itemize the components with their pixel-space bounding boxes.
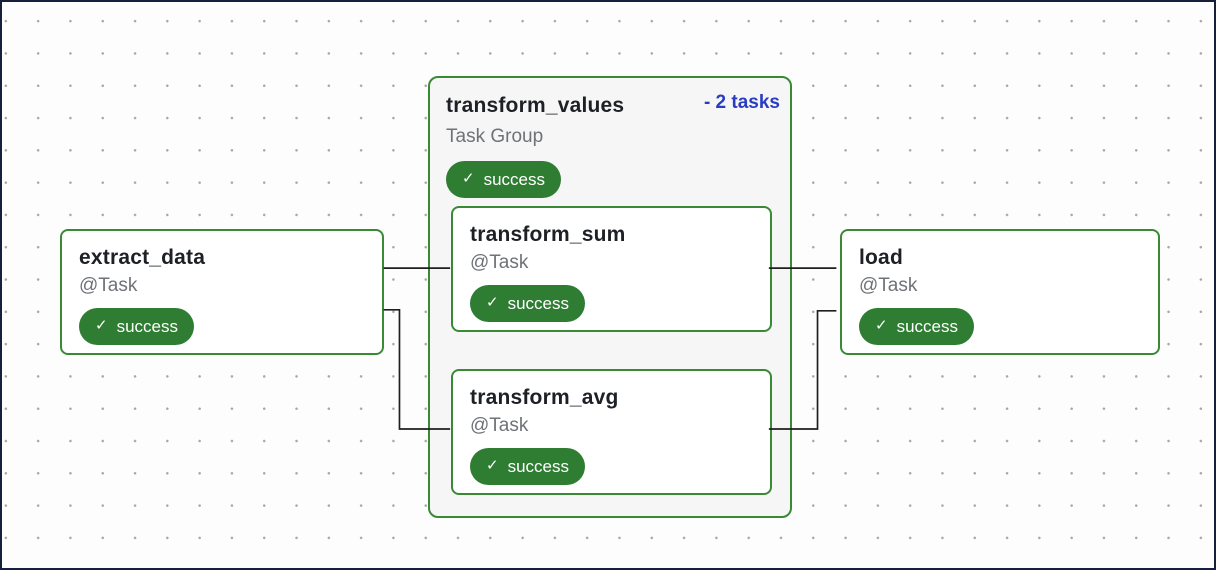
- task-type-label: @Task: [470, 251, 529, 273]
- collapse-group-button[interactable]: - 2 tasks: [703, 92, 780, 113]
- task-node-transform-sum[interactable]: transform_sum @Task ✓ success: [451, 206, 772, 332]
- check-icon: ✓: [95, 316, 108, 334]
- task-title: extract_data: [79, 246, 206, 269]
- status-badge: ✓ success: [470, 284, 585, 322]
- status-badge: ✓ success: [79, 307, 194, 345]
- task-type-label: @Task: [859, 274, 918, 296]
- check-icon: ✓: [486, 456, 499, 474]
- status-label: success: [507, 456, 569, 476]
- task-node-load[interactable]: load @Task ✓ success: [840, 229, 1160, 355]
- task-group-type-label: Task Group: [446, 125, 544, 147]
- task-group-title: transform_values: [446, 94, 625, 117]
- status-label: success: [896, 316, 958, 336]
- check-icon: ✓: [486, 293, 499, 311]
- check-icon: ✓: [462, 169, 475, 187]
- status-badge: ✓ success: [446, 160, 561, 198]
- task-title: load: [859, 246, 903, 269]
- status-badge: ✓ success: [859, 307, 974, 345]
- status-label: success: [116, 316, 178, 336]
- status-label: success: [507, 293, 569, 313]
- status-label: success: [483, 169, 545, 189]
- task-title: transform_sum: [470, 223, 626, 246]
- task-node-extract-data[interactable]: extract_data @Task ✓ success: [60, 229, 384, 355]
- status-badge: ✓ success: [470, 447, 585, 485]
- check-icon: ✓: [875, 316, 888, 334]
- task-type-label: @Task: [79, 274, 138, 296]
- task-group-header: transform_values - 2 tasks: [446, 92, 780, 120]
- task-node-transform-avg[interactable]: transform_avg @Task ✓ success: [451, 369, 772, 495]
- task-title: transform_avg: [470, 386, 619, 409]
- task-type-label: @Task: [470, 414, 529, 436]
